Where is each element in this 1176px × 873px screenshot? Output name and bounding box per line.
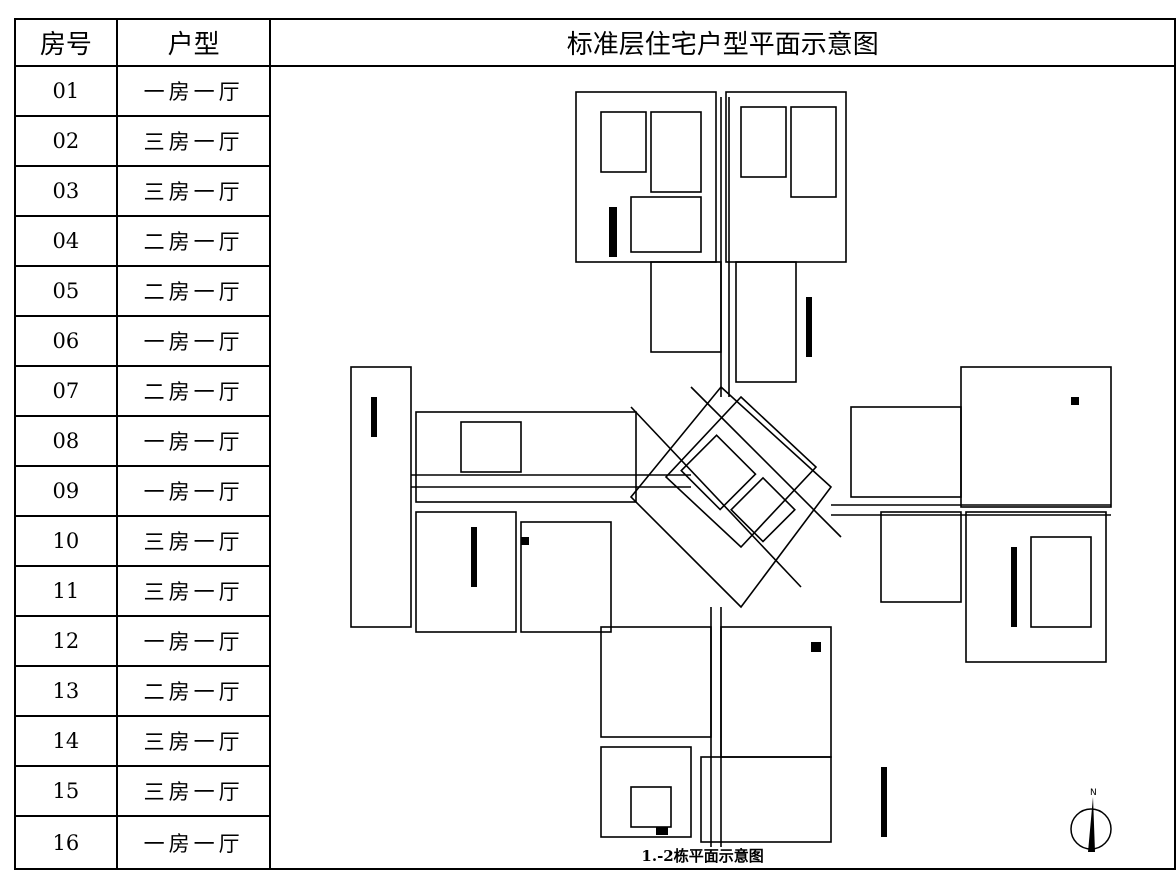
room-number-cell: 04 xyxy=(14,215,118,267)
room-number-cell: 05 xyxy=(14,265,118,317)
north-arrow-icon: N xyxy=(1070,788,1113,852)
room-number-cell: 10 xyxy=(14,515,118,567)
room-number-cell: 07 xyxy=(14,365,118,417)
room-number-cell: 08 xyxy=(14,415,118,467)
floor-plan-drawing: N xyxy=(350,91,1113,852)
unit-type-cell: 三房一厅 xyxy=(115,765,272,817)
unit-type-cell: 二房一厅 xyxy=(115,215,272,267)
unit-type-cell: 三房一厅 xyxy=(115,515,272,567)
unit-type-cell: 三房一厅 xyxy=(115,715,272,767)
unit-type-table: 房号 户型 标准层住宅户型平面示意图 01 一房一厅 xyxy=(14,18,1176,870)
table-row: 01 一房一厅 xyxy=(14,65,1176,870)
svg-text:N: N xyxy=(1090,788,1097,798)
room-number-cell: 02 xyxy=(14,115,118,167)
floor-plan-caption: 1.-2栋平面示意图 xyxy=(641,847,764,865)
room-number-cell: 06 xyxy=(14,315,118,367)
room-number-cell: 16 xyxy=(14,815,118,870)
room-number-cell: 13 xyxy=(14,665,118,717)
room-number-cell: 14 xyxy=(14,715,118,767)
header-room-number: 房号 xyxy=(14,18,118,67)
unit-type-cell: 二房一厅 xyxy=(115,365,272,417)
header-floor-plan: 标准层住宅户型平面示意图 xyxy=(269,18,1176,67)
floor-plan-walls xyxy=(350,91,1113,847)
unit-type-cell: 二房一厅 xyxy=(115,265,272,317)
unit-type-cell: 一房一厅 xyxy=(115,465,272,517)
room-number-cell: 15 xyxy=(14,765,118,817)
room-number-cell: 03 xyxy=(14,165,118,217)
unit-type-cell: 二房一厅 xyxy=(115,665,272,717)
room-number-cell: 01 xyxy=(14,65,118,117)
floor-plan-details xyxy=(371,207,1080,837)
cropped-title-strip xyxy=(0,0,1176,18)
unit-type-cell: 一房一厅 xyxy=(115,415,272,467)
unit-type-cell: 一房一厅 xyxy=(115,615,272,667)
unit-type-cell: 一房一厅 xyxy=(115,815,272,870)
unit-type-cell: 三房一厅 xyxy=(115,115,272,167)
room-number-cell: 11 xyxy=(14,565,118,617)
cropped-title-fragment xyxy=(400,0,416,18)
unit-type-cell: 一房一厅 xyxy=(115,65,272,117)
room-number-cell: 12 xyxy=(14,615,118,667)
room-number-cell: 09 xyxy=(14,465,118,517)
header-row: 房号 户型 标准层住宅户型平面示意图 xyxy=(14,18,1176,67)
header-unit-type: 户型 xyxy=(115,18,272,67)
unit-type-cell: 一房一厅 xyxy=(115,315,272,367)
floor-plan-cell: N 1.-2栋平面示意图 xyxy=(269,65,1176,870)
unit-type-cell: 三房一厅 xyxy=(115,565,272,617)
unit-type-cell: 三房一厅 xyxy=(115,165,272,217)
